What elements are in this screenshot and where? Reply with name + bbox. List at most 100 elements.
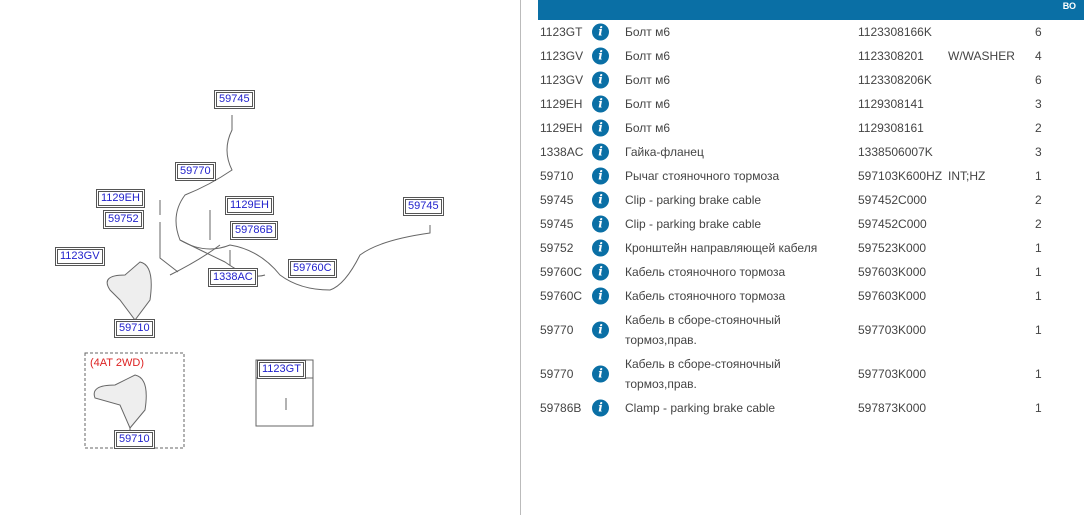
info-icon[interactable]: i — [592, 399, 609, 417]
part-number: 597523K000 — [858, 241, 927, 255]
part-code[interactable]: 59786B — [540, 401, 582, 415]
part-qty: 3 — [1035, 145, 1042, 159]
part-qty: 1 — [1035, 401, 1042, 415]
info-icon[interactable]: i — [592, 143, 609, 161]
table-row[interactable]: 59752 i Кронштейн направляющей кабеля 59752… — [538, 236, 1084, 260]
callout-59786b[interactable]: 59786B — [230, 221, 278, 240]
callout-59770[interactable]: 59770 — [175, 162, 216, 181]
callout-1129eh-2[interactable]: 1129EH — [225, 196, 274, 215]
part-code[interactable]: 1338AC — [540, 145, 584, 159]
part-number: 597103K600HZ — [858, 169, 943, 183]
callout-59745-2[interactable]: 59745 — [403, 197, 444, 216]
part-qty: 6 — [1035, 25, 1042, 39]
table-row[interactable]: 59745 i Clip - parking brake cable 597452C0… — [538, 212, 1084, 236]
part-number: 1129308141 — [858, 97, 924, 111]
part-qty: 2 — [1035, 217, 1042, 231]
part-code[interactable]: 1123GV — [540, 49, 584, 63]
part-name: Clip - parking brake cable — [625, 193, 762, 207]
part-name: Кабель в сборе-стояночный тормоз,прав. — [625, 357, 781, 391]
part-code[interactable]: 59760C — [540, 265, 583, 279]
table-row[interactable]: 1129EH i Болт м6 1129308141 3 — [538, 92, 1084, 116]
part-name: Болт м6 — [625, 25, 671, 39]
table-row[interactable]: 59710 i Рычаг стояночного тормоза 597103K60… — [538, 164, 1084, 188]
part-code[interactable]: 1129EH — [540, 97, 583, 111]
info-icon[interactable]: i — [592, 47, 609, 65]
part-code[interactable]: 1129EH — [540, 121, 583, 135]
part-name: Кабель стояночного тормоза — [625, 265, 786, 279]
info-icon[interactable]: i — [592, 191, 609, 209]
info-icon[interactable]: i — [592, 71, 609, 89]
part-qty: 1 — [1035, 241, 1042, 255]
part-code[interactable]: 59752 — [540, 241, 574, 255]
part-name: Болт м6 — [625, 97, 671, 111]
part-name: Болт м6 — [625, 121, 671, 135]
info-icon[interactable]: i — [592, 23, 609, 41]
callout-1338ac[interactable]: 1338AC — [208, 268, 258, 287]
part-code[interactable]: 59745 — [540, 217, 574, 231]
callout-59745[interactable]: 59745 — [214, 90, 255, 109]
part-qty: 1 — [1035, 169, 1042, 183]
part-name: Кабель в сборе-стояночный тормоз,прав. — [625, 313, 781, 347]
part-name: Clip - parking brake cable — [625, 217, 762, 231]
info-icon[interactable]: i — [592, 321, 609, 339]
part-name: Кронштейн направляющей кабеля — [625, 241, 818, 255]
part-name: Болт м6 — [625, 73, 671, 87]
info-icon[interactable]: i — [592, 239, 609, 257]
callout-59710-2[interactable]: 59710 — [114, 430, 155, 449]
part-name: Рычаг стояночного тормоза — [625, 169, 780, 183]
callout-59752[interactable]: 59752 — [103, 210, 144, 229]
info-icon[interactable]: i — [592, 287, 609, 305]
part-name: Clamp - parking brake cable — [625, 401, 776, 415]
info-icon[interactable]: i — [592, 167, 609, 185]
part-code[interactable]: 59745 — [540, 193, 574, 207]
part-number: 1129308161 — [858, 121, 924, 135]
info-icon[interactable]: i — [592, 119, 609, 137]
part-note: W/WASHER — [948, 49, 1015, 63]
header-qty: ВО — [1062, 1, 1076, 11]
info-icon[interactable]: i — [592, 365, 609, 383]
part-number: 1338506007K — [858, 145, 933, 159]
callout-59760c[interactable]: 59760C — [288, 259, 337, 278]
table-row[interactable]: 59760C i Кабель стояночного тормоза 597603K… — [538, 260, 1084, 284]
callout-1123gv[interactable]: 1123GV — [55, 247, 105, 266]
part-name: Гайка-фланец — [625, 145, 704, 159]
part-number: 597452C000 — [858, 217, 927, 231]
part-code[interactable]: 59710 — [540, 169, 574, 183]
part-number: 597603K000 — [858, 289, 927, 303]
callout-1123gt[interactable]: 1123GT — [257, 360, 306, 379]
part-code[interactable]: 1123GV — [540, 73, 584, 87]
part-number: 1123308206K — [858, 73, 932, 87]
part-code[interactable]: 59760C — [540, 289, 583, 303]
table-row[interactable]: 59770 i Кабель в сборе-стояночный тормоз,п… — [538, 352, 1084, 396]
parts-diagram: 59745 59770 1129EH 1129EH 59752 59786B 5… — [0, 0, 520, 515]
part-number: 597703K000 — [858, 367, 927, 381]
info-icon[interactable]: i — [592, 215, 609, 233]
part-qty: 2 — [1035, 193, 1042, 207]
part-qty: 1 — [1035, 265, 1042, 279]
part-code[interactable]: 59770 — [540, 323, 574, 337]
part-qty: 6 — [1035, 73, 1042, 87]
part-name: Болт м6 — [625, 49, 671, 63]
table-row[interactable]: 1123GV i Болт м6 1123308206K 6 — [538, 68, 1084, 92]
info-icon[interactable]: i — [592, 263, 609, 281]
table-row[interactable]: 59745 i Clip - parking brake cable 597452C0… — [538, 188, 1084, 212]
table-row[interactable]: 59770 i Кабель в сборе-стояночный тормоз,п… — [538, 308, 1084, 352]
part-qty: 1 — [1035, 289, 1042, 303]
part-number: 597452C000 — [858, 193, 927, 207]
callout-59710[interactable]: 59710 — [114, 319, 155, 338]
part-number: 597603K000 — [858, 265, 927, 279]
table-row[interactable]: 1338AC i Гайка-фланец 1338506007K 3 — [538, 140, 1084, 164]
part-code[interactable]: 59770 — [540, 367, 574, 381]
variant-note: (4AT 2WD) — [90, 357, 144, 369]
table-header: ВО — [538, 0, 1084, 20]
part-code[interactable]: 1123GT — [540, 25, 583, 39]
part-qty: 3 — [1035, 97, 1042, 111]
info-icon[interactable]: i — [592, 95, 609, 113]
callout-1129eh[interactable]: 1129EH — [96, 189, 145, 208]
